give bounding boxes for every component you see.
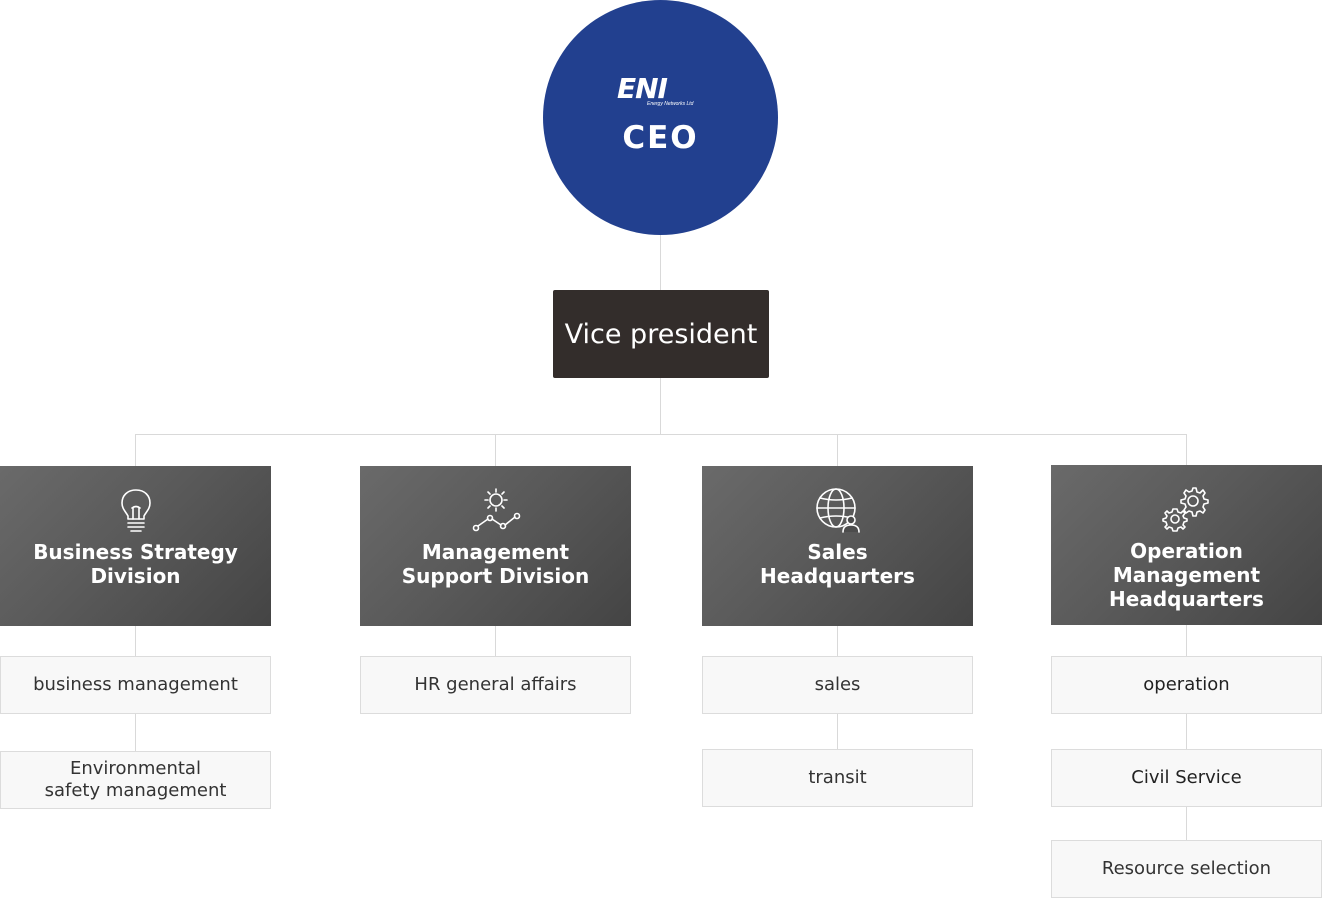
division-label: Operation Management Headquarters [1051, 539, 1322, 611]
connector-div3-unit2 [837, 714, 838, 749]
connector-div3-unit1 [837, 626, 838, 656]
company-logo: ENI Energy Networks Ltd [617, 74, 705, 114]
unit-sales: sales [702, 656, 973, 714]
unit-environmental-safety: Environmental safety management [0, 751, 271, 809]
division-sales: Sales Headquarters [702, 466, 973, 626]
unit-label: Environmental safety management [44, 758, 227, 801]
division-management-support: Management Support Division [360, 466, 631, 626]
logo-mark: ENI [617, 72, 668, 105]
division-label-line: Headquarters [1109, 587, 1264, 611]
connector-div1 [135, 434, 136, 466]
connector-div3 [837, 434, 838, 466]
division-label-line: Management [1112, 563, 1261, 587]
vice-president-node: Vice president [553, 290, 769, 378]
unit-transit: transit [702, 749, 973, 807]
division-label: Management Support Division [360, 540, 631, 588]
gears-icon [1162, 487, 1209, 532]
connector-div1-unit1 [135, 626, 136, 656]
division-label: Sales Headquarters [702, 540, 973, 588]
connector-div4 [1186, 434, 1187, 465]
connector-div4-unit3 [1186, 807, 1187, 840]
lightbulb-icon [121, 489, 151, 532]
division-label-line: Operation [1130, 539, 1243, 563]
connector-div2 [495, 434, 496, 466]
division-label-line: Support Division [401, 564, 590, 588]
logo-subtitle: Energy Networks Ltd [647, 101, 694, 107]
unit-label: Resource selection [1101, 858, 1272, 879]
unit-civil-service: Civil Service [1051, 749, 1322, 807]
vice-president-title: Vice president [564, 318, 758, 350]
division-label-line: Management [421, 540, 570, 564]
network-gear-icon [472, 488, 521, 532]
division-label-line: Headquarters [760, 564, 915, 588]
unit-label: transit [808, 767, 867, 788]
unit-hr-general-affairs: HR general affairs [360, 656, 631, 714]
connector-div4-unit2 [1186, 714, 1187, 749]
connector-horizontal [135, 434, 1187, 435]
connector-div1-unit2 [135, 714, 136, 751]
connector-div2-unit1 [495, 626, 496, 656]
unit-label: HR general affairs [414, 674, 577, 695]
division-operation-management: Operation Management Headquarters [1051, 465, 1322, 625]
connector-vp-trunk [660, 378, 661, 434]
unit-business-management: business management [0, 656, 271, 714]
division-label-line: Business Strategy [33, 540, 238, 564]
unit-label: Civil Service [1131, 767, 1242, 788]
division-label-line: Division [90, 564, 181, 588]
unit-label: operation [1143, 674, 1230, 695]
ceo-node: ENI Energy Networks Ltd CEO [543, 0, 778, 235]
division-label-line: Sales [807, 540, 868, 564]
unit-label: sales [814, 674, 861, 695]
unit-operation: operation [1051, 656, 1322, 714]
connector-div4-unit1 [1186, 625, 1187, 656]
division-business-strategy: Business Strategy Division [0, 466, 271, 626]
connector-ceo-vp [660, 235, 661, 290]
unit-label: business management [33, 674, 238, 695]
ceo-title: CEO [622, 120, 699, 156]
globe-person-icon [816, 488, 860, 533]
division-label: Business Strategy Division [0, 540, 271, 588]
unit-resource-selection: Resource selection [1051, 840, 1322, 898]
